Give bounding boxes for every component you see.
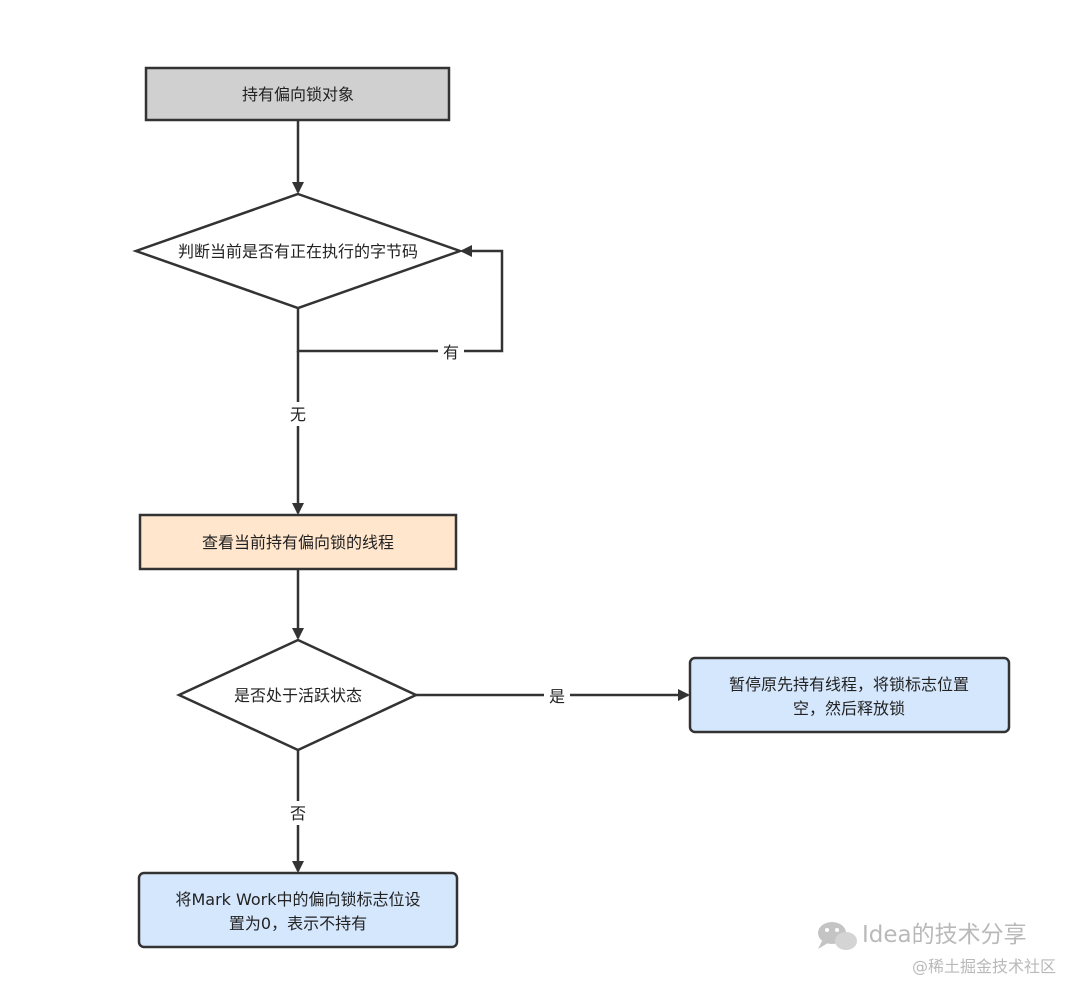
edge-loop-yes bbox=[296, 245, 504, 353]
node-pause-thread-line2: 空，然后释放锁 bbox=[793, 699, 905, 718]
node-check-active-label: 是否处于活跃状态 bbox=[234, 686, 362, 705]
node-check-bytecode-label: 判断当前是否有正在执行的字节码 bbox=[178, 242, 418, 261]
node-check-bytecode: 判断当前是否有正在执行的字节码 bbox=[132, 192, 464, 310]
edge-label-yes-loop: 有 bbox=[443, 343, 459, 362]
node-pause-thread: 暂停原先持有线程，将锁标志位置 空，然后释放锁 bbox=[688, 656, 1011, 734]
edge-label-active-no: 否 bbox=[290, 804, 306, 823]
edge-labels: 有 无 是 否 bbox=[285, 340, 570, 825]
watermark-brand: Idea的技术分享 bbox=[862, 922, 1027, 948]
node-start: 持有偏向锁对象 bbox=[144, 66, 451, 122]
node-start-label: 持有偏向锁对象 bbox=[242, 85, 354, 104]
node-set-markword: 将Mark Work中的偏向锁标志位设 置为0，表示不持有 bbox=[137, 871, 459, 949]
edge-label-active-yes: 是 bbox=[549, 687, 565, 706]
wechat-icon bbox=[818, 922, 857, 950]
node-set-markword-line1: 将Mark Work中的偏向锁标志位设 bbox=[175, 890, 420, 909]
node-set-markword-line2: 置为0，表示不持有 bbox=[229, 914, 367, 933]
node-view-thread: 查看当前持有偏向锁的线程 bbox=[138, 513, 458, 571]
node-view-thread-label: 查看当前持有偏向锁的线程 bbox=[202, 533, 394, 552]
watermark: Idea的技术分享 @稀土掘金技术社区 bbox=[818, 922, 1056, 976]
node-check-active: 是否处于活跃状态 bbox=[176, 638, 419, 752]
edge-label-no-bytecode: 无 bbox=[290, 405, 306, 424]
watermark-site: @稀土掘金技术社区 bbox=[912, 957, 1056, 976]
node-pause-thread-line1: 暂停原先持有线程，将锁标志位置 bbox=[729, 675, 969, 694]
